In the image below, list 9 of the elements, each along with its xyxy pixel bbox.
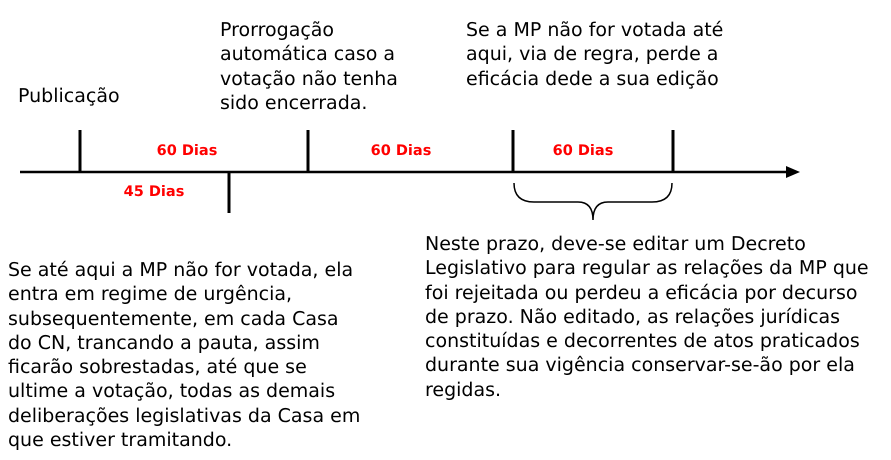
note-paragraph: Se até aqui a MP não for votada, ela entra em regime de urgência, subsequentemente, em cada Casa do CN, trancando a pauta, assim ficarão sobrestadas, até que se ultime a votação, todas as demais deliberações legislativas da Casa em que estiver tramitando. — [8, 258, 362, 452]
annotation-text: Publicação — [18, 84, 120, 108]
annotation-text: Se a MP não for votada até aqui, via de regra, perde a eficácia dede a sua edição — [466, 18, 724, 91]
duration-label: 60 Dias — [156, 143, 218, 159]
annotation-text: Prorrogação automática caso a votação não tenha sido encerrada. — [220, 18, 399, 116]
duration-label: 60 Dias — [370, 143, 432, 159]
duration-label: 45 Dias — [124, 184, 184, 200]
note-paragraph: Neste prazo, deve-se editar um Decreto Legislativo para regular as relações da MP que foi rejeitada ou perdeu a eficácia por decurso de prazo. Não editado, as relações jurídicas constituídas e decorrentes de atos praticados durante sua vigência conservar-se-ão por ela regidas. — [425, 232, 870, 402]
duration-label: 60 Dias — [552, 143, 614, 159]
